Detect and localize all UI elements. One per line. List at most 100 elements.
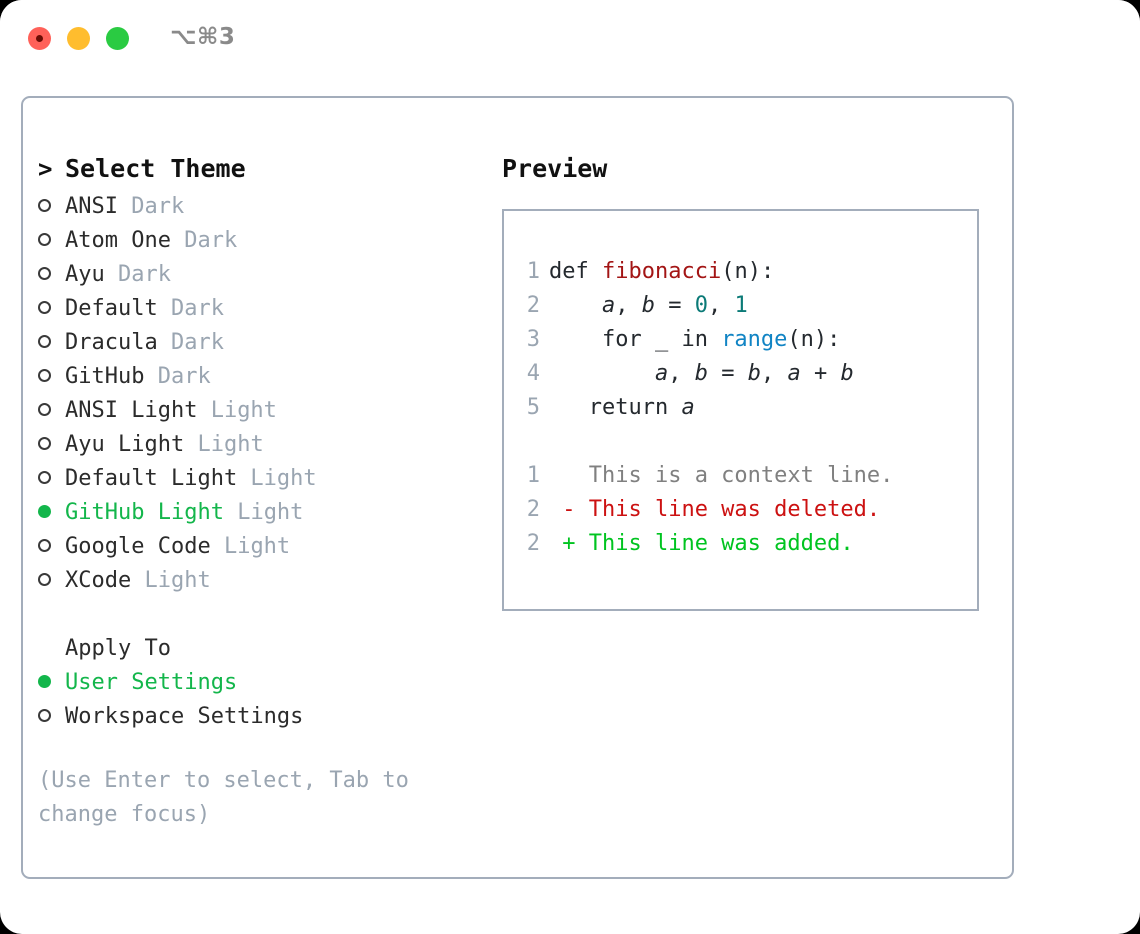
code-line: 3 for _ in range(n):	[504, 323, 977, 357]
radio-unselected-icon	[38, 530, 65, 564]
theme-name: Default Light	[65, 466, 238, 491]
keyboard-hint-text: (Use Enter to select, Tab to change focu…	[38, 768, 423, 827]
theme-option-xcode[interactable]: XCode Light	[38, 564, 488, 598]
theme-option-default-light[interactable]: Default Light Light	[38, 462, 488, 496]
theme-category-tag: Dark	[104, 262, 171, 287]
theme-name: GitHub	[65, 364, 145, 389]
theme-name: Atom One	[65, 228, 171, 253]
radio-selected-icon	[38, 496, 65, 530]
token-plain: =	[654, 293, 695, 318]
token-plain: =	[707, 361, 748, 386]
radio-unselected-icon	[38, 428, 65, 462]
theme-option-atom-one[interactable]: Atom One Dark	[38, 224, 488, 258]
token-plain: for _ in	[549, 327, 722, 352]
radio-dot	[38, 709, 51, 722]
token-builtin: range	[721, 327, 788, 352]
theme-category-tag: Light	[223, 500, 304, 525]
radio-selected-icon	[38, 666, 65, 700]
diff-sample: 1 This is a context line.2 - This line w…	[504, 459, 977, 561]
window-titlebar: ⌥⌘3	[0, 0, 1140, 78]
theme-name: Dracula	[65, 330, 158, 355]
token-num: 0	[694, 293, 708, 318]
theme-option-ansi-light[interactable]: ANSI Light Light	[38, 394, 488, 428]
theme-option-google-code[interactable]: Google Code Light	[38, 530, 488, 564]
theme-name: Google Code	[65, 534, 211, 559]
theme-category-tag: Dark	[170, 228, 238, 253]
token-var: b	[641, 293, 655, 318]
code-line-text: - This line was deleted.	[540, 493, 880, 527]
token-plain	[549, 361, 655, 386]
token-plain: (n):	[787, 327, 841, 352]
theme-option-dracula[interactable]: Dracula Dark	[38, 326, 488, 360]
theme-option-github-light[interactable]: GitHub Light Light	[38, 496, 488, 530]
minimize-window-icon[interactable]	[67, 27, 90, 50]
window-title: ⌥⌘3	[170, 24, 236, 50]
theme-category-tag: Light	[197, 398, 277, 423]
code-diff-separator	[504, 425, 977, 459]
theme-category-tag: Light	[210, 534, 291, 559]
theme-option-github[interactable]: GitHub Dark	[38, 360, 488, 394]
code-line-text: + This line was added.	[540, 527, 853, 561]
radio-unselected-icon	[38, 700, 65, 734]
radio-dot	[38, 403, 51, 416]
theme-name: ANSI Light	[65, 398, 198, 423]
theme-option-ayu-light[interactable]: Ayu Light Light	[38, 428, 488, 462]
apply-to-option-user-settings[interactable]: User Settings	[38, 666, 488, 700]
code-line: 2 a, b = 0, 1	[504, 289, 977, 323]
diff-line: 2 + This line was added.	[504, 527, 977, 561]
theme-category-tag: Dark	[157, 330, 224, 355]
theme-option-default[interactable]: Default Dark	[38, 292, 488, 326]
radio-dot	[38, 539, 51, 552]
token-plain	[549, 293, 602, 318]
token-kw: def	[549, 259, 602, 284]
theme-name: ANSI	[65, 194, 118, 219]
line-number: 4	[526, 361, 540, 386]
select-theme-title: Select Theme	[65, 154, 246, 183]
token-var: a	[654, 361, 669, 386]
token-plain: return	[549, 395, 682, 420]
apply-to-label: User Settings	[65, 670, 238, 695]
theme-option-ansi[interactable]: ANSI Dark	[38, 190, 488, 224]
radio-dot	[38, 505, 51, 518]
radio-dot	[38, 369, 51, 382]
select-theme-header: > Select Theme	[38, 150, 488, 188]
token-num: 1	[734, 293, 748, 318]
token-var: b	[694, 361, 708, 386]
maximize-window-icon[interactable]	[106, 27, 129, 50]
radio-dot	[38, 301, 51, 314]
radio-unselected-icon	[38, 224, 65, 258]
line-number: 2	[526, 531, 540, 556]
radio-unselected-icon	[38, 394, 65, 428]
line-number: 5	[526, 395, 540, 420]
token-var: a	[681, 395, 695, 420]
code-line: 4 a, b = b, a + b	[504, 357, 977, 391]
apply-to-option-workspace-settings[interactable]: Workspace Settings	[38, 700, 488, 734]
radio-dot	[38, 471, 51, 484]
token-func: fibonacci	[601, 259, 722, 284]
theme-category-tag: Light	[184, 432, 264, 457]
radio-unselected-icon	[38, 292, 65, 326]
theme-name: Default	[65, 296, 158, 321]
theme-option-ayu[interactable]: Ayu Dark	[38, 258, 488, 292]
line-number: 2	[526, 497, 540, 522]
theme-category-tag: Dark	[157, 296, 224, 321]
radio-unselected-icon	[38, 258, 65, 292]
line-number: 1	[526, 463, 540, 488]
theme-category-tag: Light	[131, 568, 211, 593]
preview-title: Preview	[502, 154, 608, 183]
close-window-icon[interactable]	[28, 27, 51, 50]
theme-category-tag: Dark	[144, 364, 211, 389]
radio-dot	[38, 233, 51, 246]
code-line-text: for _ in range(n):	[540, 323, 840, 357]
token-var: b	[747, 361, 761, 386]
apply-to-header: ○ Apply To	[38, 632, 488, 666]
line-number: 1	[526, 259, 540, 284]
radio-dot	[38, 573, 51, 586]
token-plain: ,	[668, 361, 695, 386]
